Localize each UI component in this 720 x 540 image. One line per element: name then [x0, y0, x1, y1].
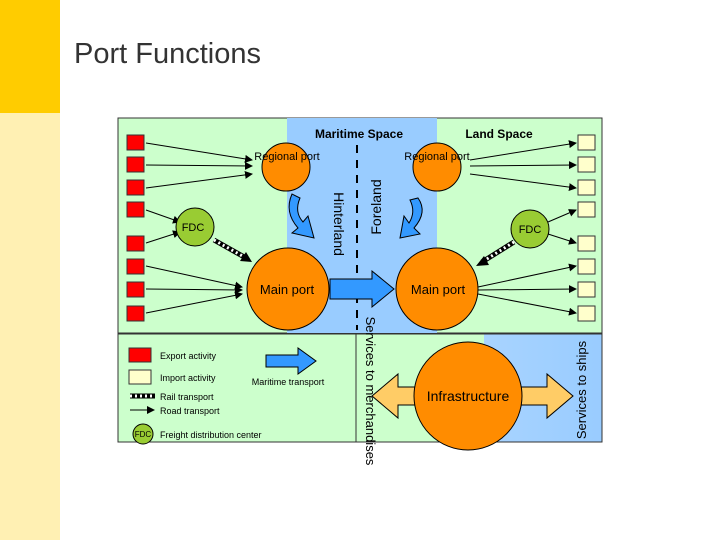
services-merchandises-label: Services to merchandises [363, 317, 378, 466]
regional-port-left [261, 142, 311, 192]
main-port-left [246, 247, 330, 331]
foreland-label: Foreland [368, 179, 384, 234]
legend-fdc-label: Freight distribution center [160, 430, 262, 440]
brand-side-bar [0, 113, 60, 540]
services-ships-text: Services to ships [574, 340, 589, 439]
rail-arrow-right [476, 239, 516, 266]
main-port-right [395, 247, 479, 331]
infrastructure-label: Infrastructure [427, 388, 510, 404]
legend-maritime-swatch [265, 347, 317, 375]
fdc-right-label: FDC [519, 224, 542, 236]
maritime-curve-arrow-right [399, 197, 423, 239]
maritime-curve-arrow-left [288, 193, 315, 239]
regional-port-right-label: Regional port [404, 151, 469, 163]
rail-arrow-left [212, 237, 252, 262]
services-merchandises-text: Services to merchandises [363, 317, 378, 466]
import-activity-squares [577, 134, 596, 322]
main-port-left-label: Main port [260, 282, 315, 297]
main-port-right-label: Main port [411, 282, 466, 297]
legend-export-swatch [128, 347, 152, 363]
legend-fdc-abbr: FDC [135, 430, 152, 439]
brand-accent-block [0, 0, 60, 113]
maritime-transport-arrow [329, 269, 395, 309]
page-title: Port Functions [74, 38, 261, 70]
legend-fdc-swatch [132, 423, 154, 445]
regional-port-right [412, 142, 462, 192]
fdc-left-label: FDC [182, 222, 205, 234]
maritime-space-label: Maritime Space [315, 127, 403, 141]
legend-export-label: Export activity [160, 351, 217, 361]
infrastructure-circle [413, 341, 523, 451]
hinterland-label: Hinterland [331, 192, 347, 256]
legend-import-swatch [128, 369, 152, 385]
road-arrows-left [145, 142, 253, 314]
legend: Export activity Import activity Rail tra… [128, 347, 325, 445]
legend-rail-label: Rail transport [160, 392, 214, 402]
land-space-label: Land Space [465, 127, 533, 141]
legend-road-label: Road transport [160, 406, 220, 416]
legend-import-label: Import activity [160, 373, 216, 383]
road-arrows-right [469, 140, 577, 316]
fdc-right [510, 209, 550, 249]
export-activity-squares [126, 134, 145, 322]
fdc-left [175, 207, 215, 247]
legend-panel [117, 333, 357, 443]
regional-port-left-label: Regional port [254, 151, 319, 163]
legend-maritime-label: Maritime transport [252, 377, 325, 387]
